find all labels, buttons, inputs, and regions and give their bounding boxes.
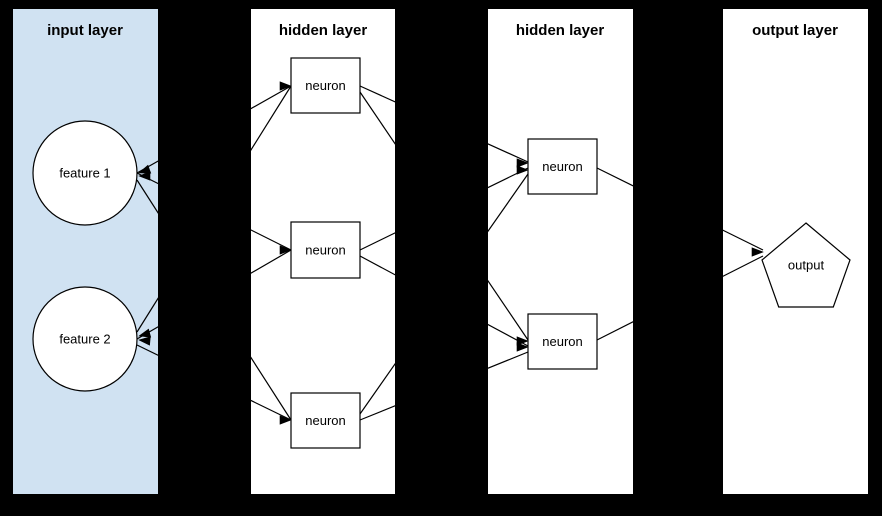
layer-panel-input [13, 9, 158, 494]
feature-1-label: feature 1 [59, 165, 110, 180]
hidden1-neuron-3-box[interactable] [290, 392, 361, 449]
hidden2-neuron-1-label: neuron [542, 159, 582, 174]
hidden2-neuron-2-label: neuron [542, 334, 582, 349]
hidden1-neuron-3[interactable]: neuron [290, 392, 361, 449]
feature-2-label: feature 2 [59, 331, 110, 346]
arrowhead-h2n1-a [516, 158, 529, 168]
arrowhead-h1n3 [279, 415, 292, 425]
hidden1-neuron-2-label: neuron [305, 242, 345, 257]
feature-2[interactable]: feature 2 [32, 286, 138, 392]
hidden1-neuron-3-label: neuron [305, 413, 345, 428]
arrowhead-f1-b [138, 171, 151, 181]
layer-title-input: input layer [47, 22, 123, 39]
arrowhead-h2n2-b [516, 342, 529, 352]
arrowhead-f1-a [138, 164, 152, 174]
hidden1-neuron-2-box[interactable] [290, 221, 361, 279]
hidden1-neuron-1[interactable]: neuron [290, 57, 361, 114]
feature-1[interactable]: feature 1 [32, 120, 138, 226]
layer-titles: input layer hidden layer hidden layer outpu… [47, 22, 838, 39]
layer-title-hidden-2: hidden layer [516, 22, 605, 39]
output-node-label: output [788, 257, 825, 272]
arrowhead-h2n2-a [516, 336, 529, 346]
hidden1-neuron-1-box[interactable] [290, 57, 361, 114]
output-node[interactable]: output [761, 222, 851, 308]
hidden1-neuron-1-label: neuron [305, 78, 345, 93]
arrowhead-output [751, 247, 764, 257]
arrowhead-f2-a [138, 328, 152, 338]
hidden2-neuron-1-box[interactable] [527, 138, 598, 195]
arrowhead-h2n1-b [516, 165, 529, 175]
layer-title-output: output layer [752, 22, 838, 39]
hidden1-neuron-2[interactable]: neuron [290, 221, 361, 279]
feature-2-circle[interactable] [32, 286, 138, 392]
arrowhead-h1n1 [279, 81, 292, 91]
arrowhead-h1n2 [279, 245, 292, 255]
layer-panel-hidden-2 [488, 9, 633, 494]
arrowhead-f2-b [138, 336, 151, 346]
network-nodes: feature 1 feature 2 neuron neuron neuron neur… [32, 57, 851, 449]
hidden2-neuron-2[interactable]: neuron [527, 313, 598, 370]
hidden2-neuron-2-box[interactable] [527, 313, 598, 370]
feature-1-circle[interactable] [32, 120, 138, 226]
layer-title-hidden-1: hidden layer [279, 22, 368, 39]
output-node-pentagon[interactable] [761, 222, 851, 308]
hidden2-neuron-1[interactable]: neuron [527, 138, 598, 195]
